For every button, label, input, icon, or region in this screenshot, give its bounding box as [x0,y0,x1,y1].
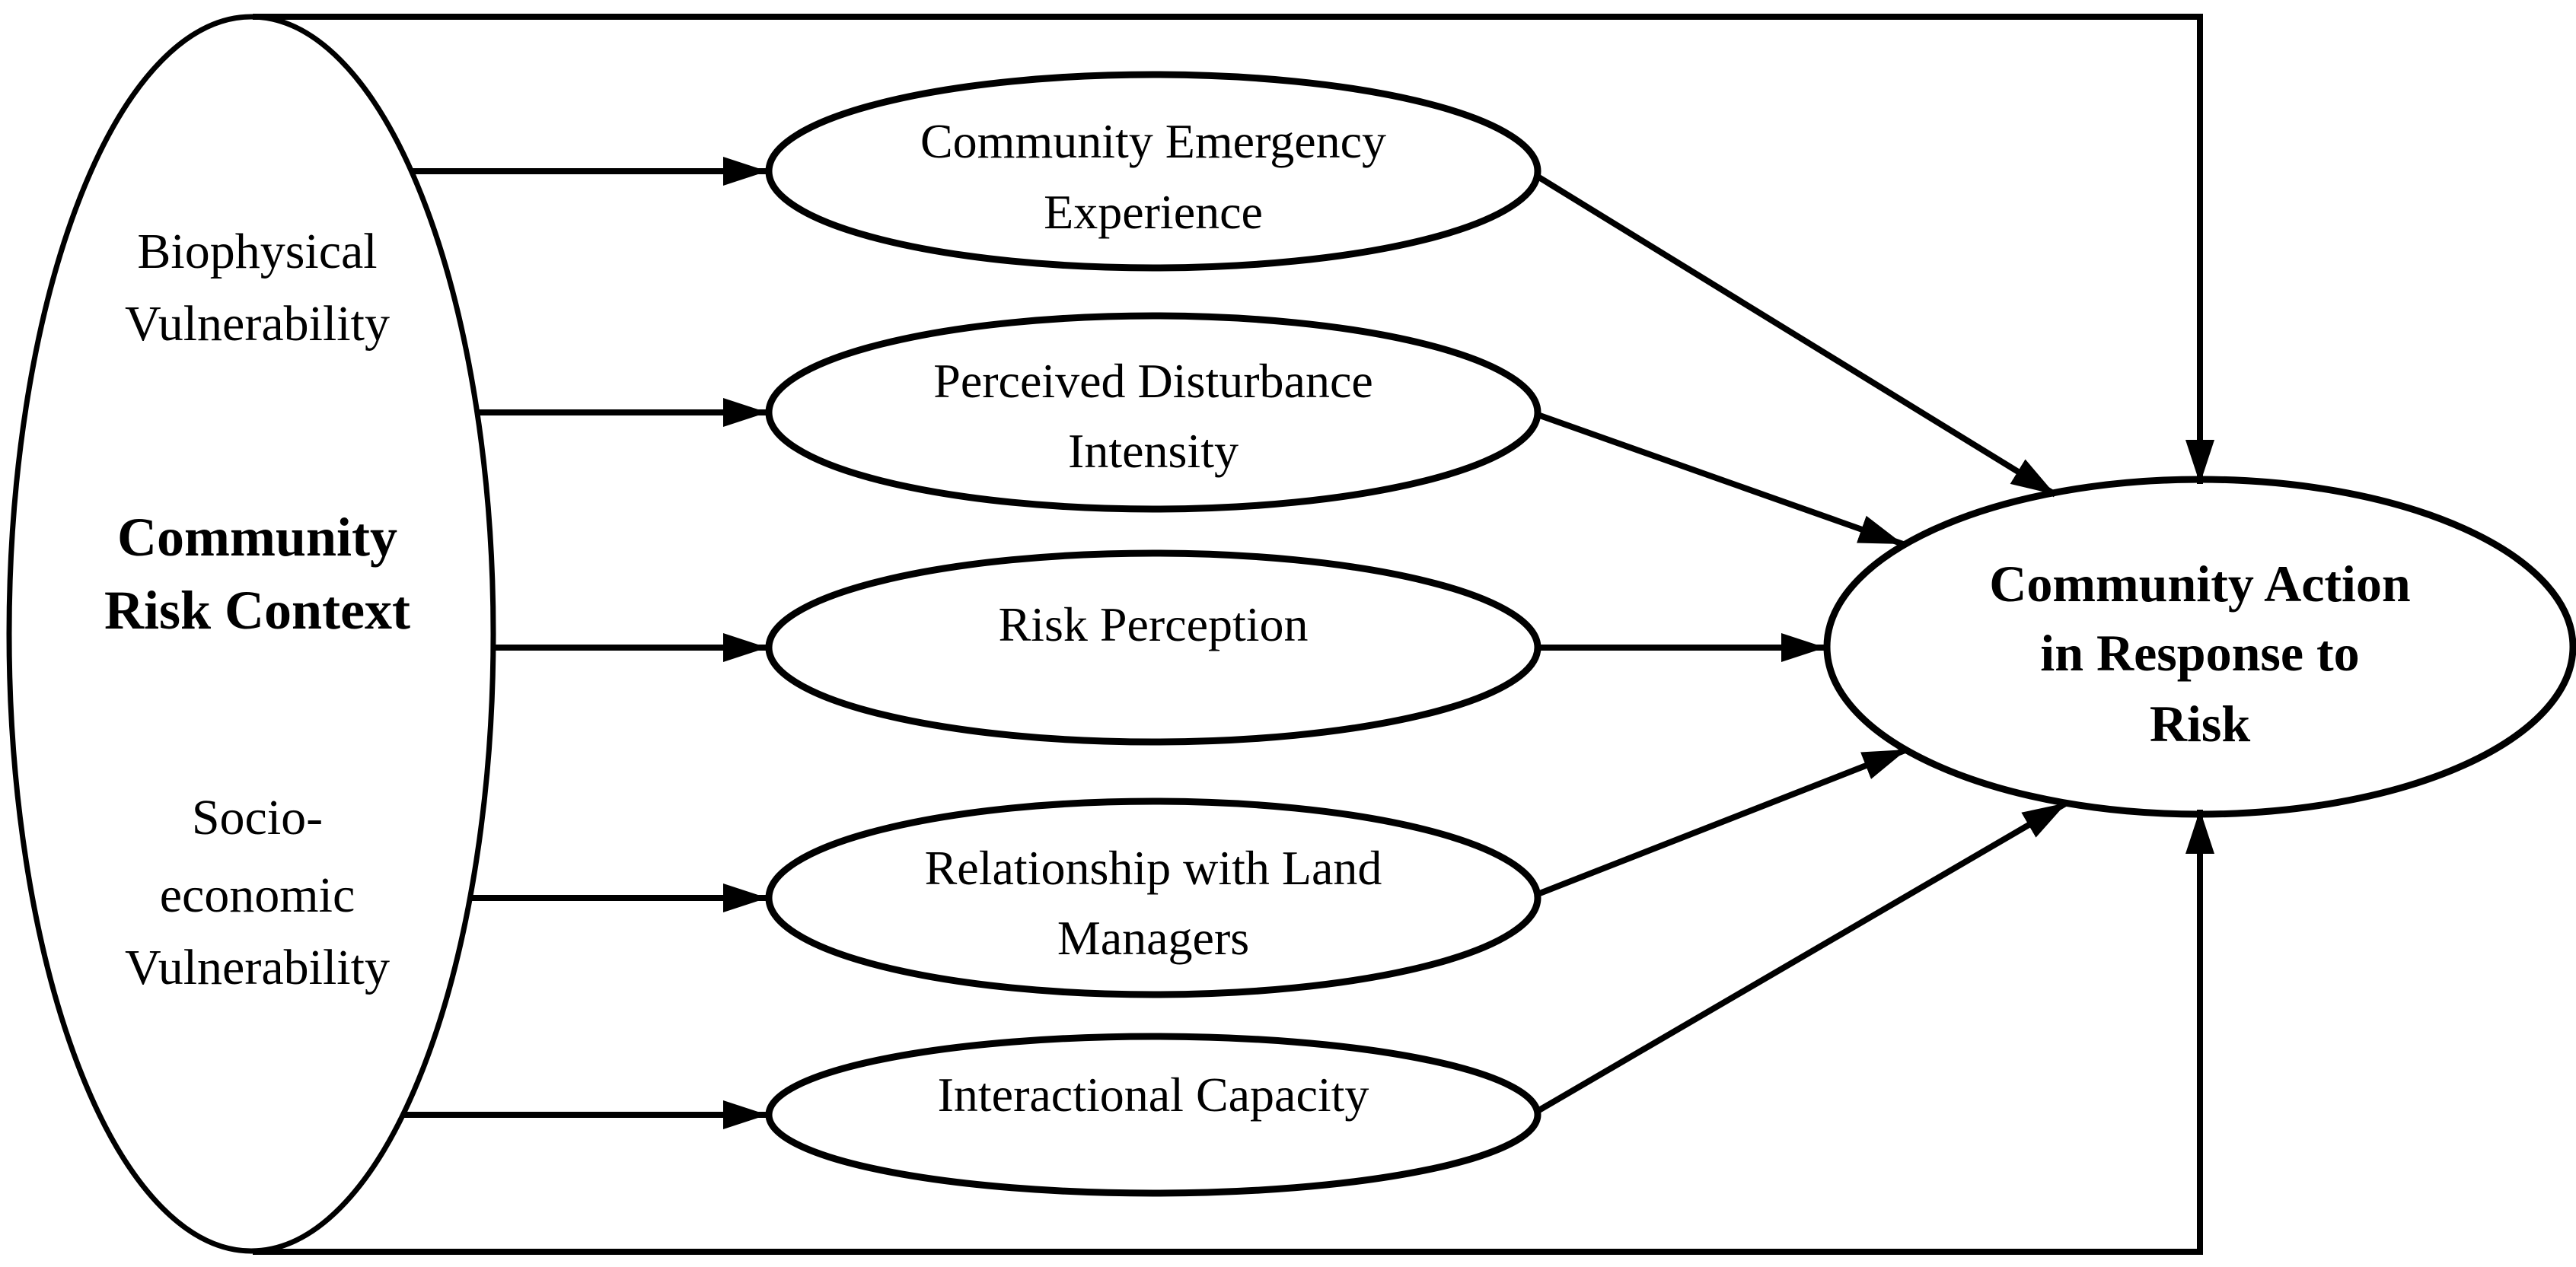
arrow-perceived-disturbance-intensity-to-outcome [1536,412,1905,547]
mediator-ellipse-relationship-with-land-managers [765,797,1541,998]
mediator-label-line: Managers [1057,911,1249,965]
mediator-label-line: Relationship with Land [925,841,1382,895]
mediator-label-line: Community Emergency [920,114,1386,168]
mediator-ellipse-interactional-capacity [765,1033,1541,1197]
mediator-label-line: Risk Perception [998,597,1308,651]
mediator-label-line: Experience [1044,185,1263,239]
feedback-arrow-bottom [253,810,2214,1255]
outcome-label-line: Risk [2150,695,2250,753]
context-node-ellipse [6,14,496,1254]
mediator-label-line: Intensity [1068,424,1239,478]
mediator-label-line: Perceived Disturbance [933,354,1373,408]
context-bottom-label-line: economic [160,867,355,923]
outcome-label-line: Community Action [1989,555,2410,613]
mediator-label-line: Interactional Capacity [938,1068,1369,1122]
arrow-relationship-with-land-managers-to-outcome [1536,747,1908,897]
feedback-arrow-top [253,14,2214,484]
context-bottom-label-line: Socio- [192,790,323,845]
mediator-ellipse-perceived-disturbance-intensity [765,312,1541,513]
context-title-line: Risk Context [104,580,410,641]
context-title-line: Community [117,507,397,568]
context-bottom-label-line: Vulnerability [125,940,390,995]
outcome-label-line: in Response to [2040,624,2359,682]
context-top-label-line: Biophysical [137,224,377,279]
arrow-community-emergency-experience-to-outcome [1535,173,2058,498]
mediator-ellipse-community-emergency-experience [765,71,1541,272]
outcome-node-ellipse [1823,476,2576,818]
context-top-label-line: Vulnerability [125,296,390,352]
arrow-interactional-capacity-to-outcome [1535,800,2069,1114]
